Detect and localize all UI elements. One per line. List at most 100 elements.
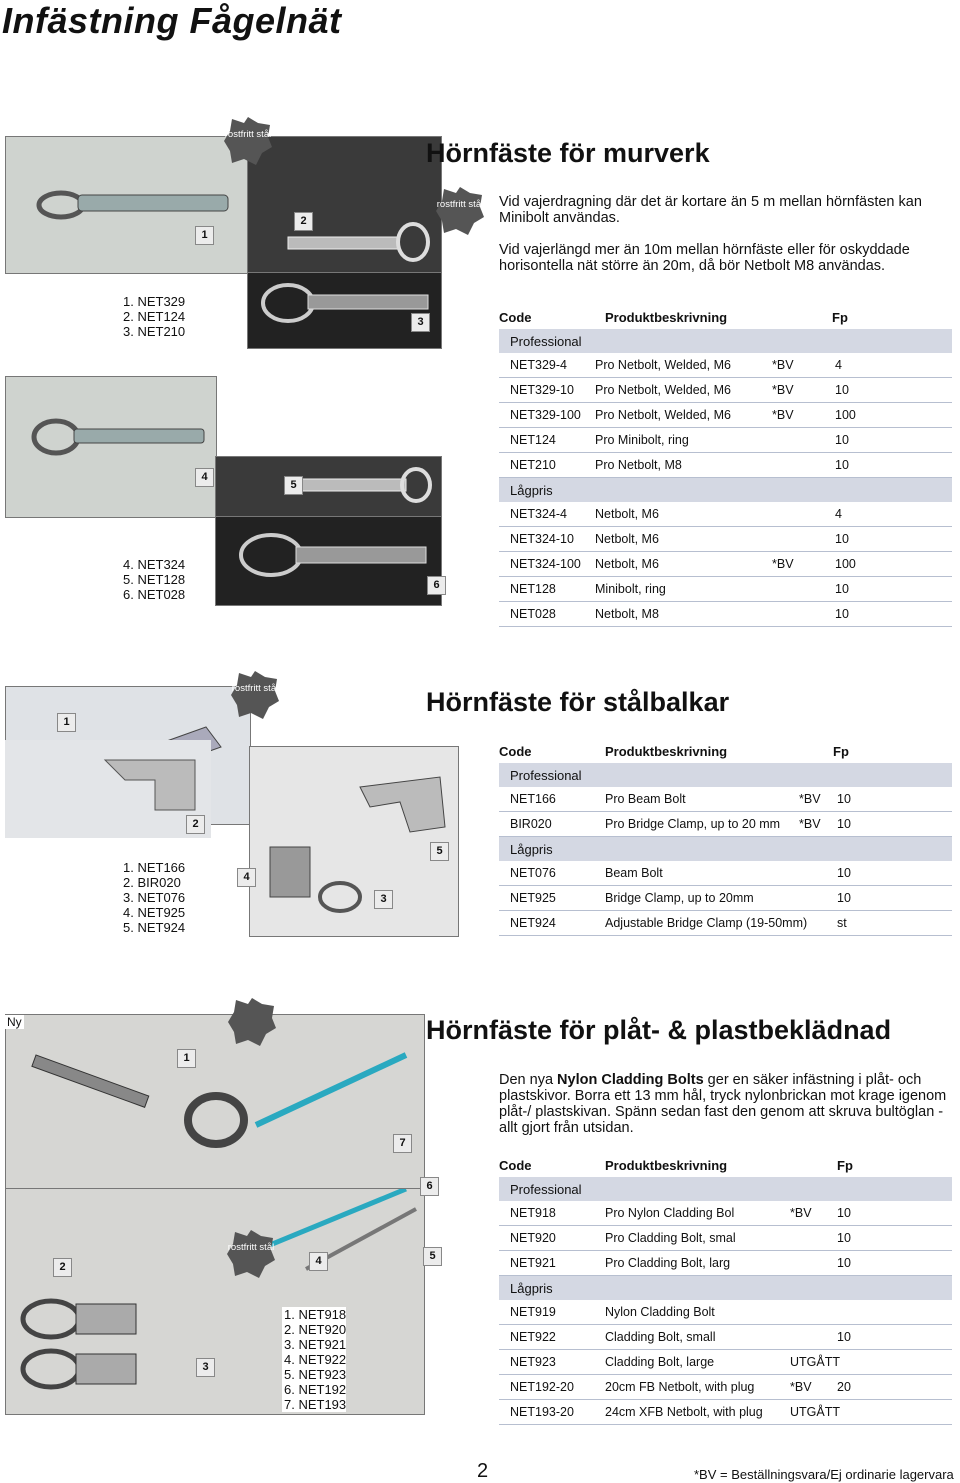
legend-list: 4. NET324 5. NET128 6. NET028 — [123, 557, 185, 602]
order-status: *BV — [799, 792, 821, 806]
product-description: Adjustable Bridge Clamp (19-50mm) — [605, 916, 808, 930]
product-code: NET329-4 — [510, 358, 567, 372]
package-quantity: 10 — [837, 1206, 851, 1220]
row-divider — [499, 626, 952, 627]
legend-item: 6. NET192 — [284, 1382, 347, 1397]
row-divider — [499, 1424, 952, 1425]
product-code: BIR020 — [510, 817, 552, 831]
product-description: Pro Minibolt, ring — [595, 433, 689, 447]
product-photo-5 — [215, 456, 442, 518]
row-divider — [499, 551, 952, 552]
product-code: NET324-4 — [510, 507, 567, 521]
product-photo-1 — [5, 136, 249, 274]
header-description: Produktbeskrivning — [605, 1158, 728, 1173]
bolt-illustration — [20, 1189, 417, 1390]
row-divider — [499, 1225, 952, 1226]
product-description: Cladding Bolt, small — [605, 1330, 716, 1344]
category-row: Professional — [499, 329, 952, 353]
legend-list: 1. NET329 2. NET124 3. NET210 — [123, 294, 185, 339]
order-status: *BV — [790, 1380, 812, 1394]
section-paragraph: Vid vajerlängd mer än 10m mellan hörnfäs… — [499, 242, 910, 274]
photo-number-5: 5 — [430, 842, 449, 861]
header-fp: Fp — [833, 744, 849, 759]
new-label: Ny — [5, 1015, 24, 1029]
product-description: Cladding Bolt, large — [605, 1355, 715, 1369]
order-status: UTGÅTT — [790, 1405, 840, 1419]
row-divider — [499, 1374, 952, 1375]
order-status: *BV — [790, 1206, 812, 1220]
row-divider — [499, 885, 952, 886]
legend-item: 5. NET924 — [123, 920, 186, 935]
row-divider — [499, 477, 952, 478]
product-code: NET923 — [510, 1355, 556, 1369]
product-description: Netbolt, M6 — [595, 532, 659, 546]
product-code: NET128 — [510, 582, 556, 596]
package-quantity: 10 — [837, 891, 851, 905]
package-quantity: 10 — [837, 1256, 851, 1270]
row-divider — [499, 601, 952, 602]
package-quantity: 10 — [837, 792, 851, 806]
bolt-illustration — [287, 222, 430, 262]
legend-list: 1. NET918 2. NET920 3. NET921 4. NET922 … — [282, 1307, 347, 1412]
package-quantity: 10 — [837, 866, 851, 880]
package-quantity: 4 — [835, 507, 842, 521]
row-divider — [499, 1275, 952, 1276]
product-description: Pro Bridge Clamp, up to 20 mm — [605, 817, 781, 831]
product-code: NET919 — [510, 1305, 556, 1319]
section-heading: Hörnfäste för murverk — [426, 138, 710, 168]
product-description: Pro Beam Bolt — [605, 792, 686, 806]
legend-item: 4. NET324 — [123, 557, 186, 572]
photo-number-7: 7 — [393, 1134, 412, 1153]
package-quantity: 4 — [835, 358, 842, 372]
product-description: Pro Nylon Cladding Bol — [605, 1206, 735, 1220]
product-description: Netbolt, M6 — [595, 557, 659, 571]
row-divider — [499, 1399, 952, 1400]
product-photo-2 — [5, 740, 211, 838]
legend-item: 3. NET921 — [284, 1337, 347, 1352]
stainless-steel-badge: rostfritt stål — [436, 187, 484, 235]
product-description: Bridge Clamp, up to 20mm — [605, 891, 754, 905]
product-description: Pro Cladding Bolt, smal — [605, 1231, 736, 1245]
order-status: *BV — [799, 817, 821, 831]
photo-number-1: 1 — [177, 1049, 196, 1068]
row-divider — [499, 811, 952, 812]
product-photo-3 — [249, 746, 459, 937]
order-status: *BV — [772, 408, 794, 422]
order-status: *BV — [772, 358, 794, 372]
stainless-steel-badge: rostfritt stål — [231, 671, 279, 719]
bolt-illustration — [31, 1052, 408, 1148]
category-label: Lågpris — [510, 483, 553, 498]
product-code: NET329-100 — [510, 408, 581, 422]
order-status: UTGÅTT — [790, 1355, 840, 1369]
legend-list: 1. NET166 2. BIR020 3. NET076 4. NET925 … — [123, 860, 185, 935]
product-photo-6 — [215, 516, 442, 606]
product-code: NET124 — [510, 433, 556, 447]
photo-number-5: 5 — [284, 476, 303, 495]
bolt-illustration — [285, 467, 432, 503]
header-fp: Fp — [837, 1158, 853, 1173]
legend-item: 2. NET920 — [284, 1322, 347, 1337]
product-code: NET925 — [510, 891, 556, 905]
product-code: NET076 — [510, 866, 556, 880]
package-quantity: 10 — [835, 607, 849, 621]
product-description: 20cm FB Netbolt, with plug — [605, 1380, 755, 1394]
legend-item: 5. NET128 — [123, 572, 186, 587]
row-divider — [499, 836, 952, 837]
paragraph-text: Den nya — [499, 1072, 558, 1088]
category-row: Lågpris — [499, 837, 952, 861]
header-description: Produktbeskrivning — [605, 310, 728, 325]
product-description: Minibolt, ring — [595, 582, 666, 596]
paragraph-text: ger en säker infästning i plåt- och plas… — [499, 1072, 947, 1136]
